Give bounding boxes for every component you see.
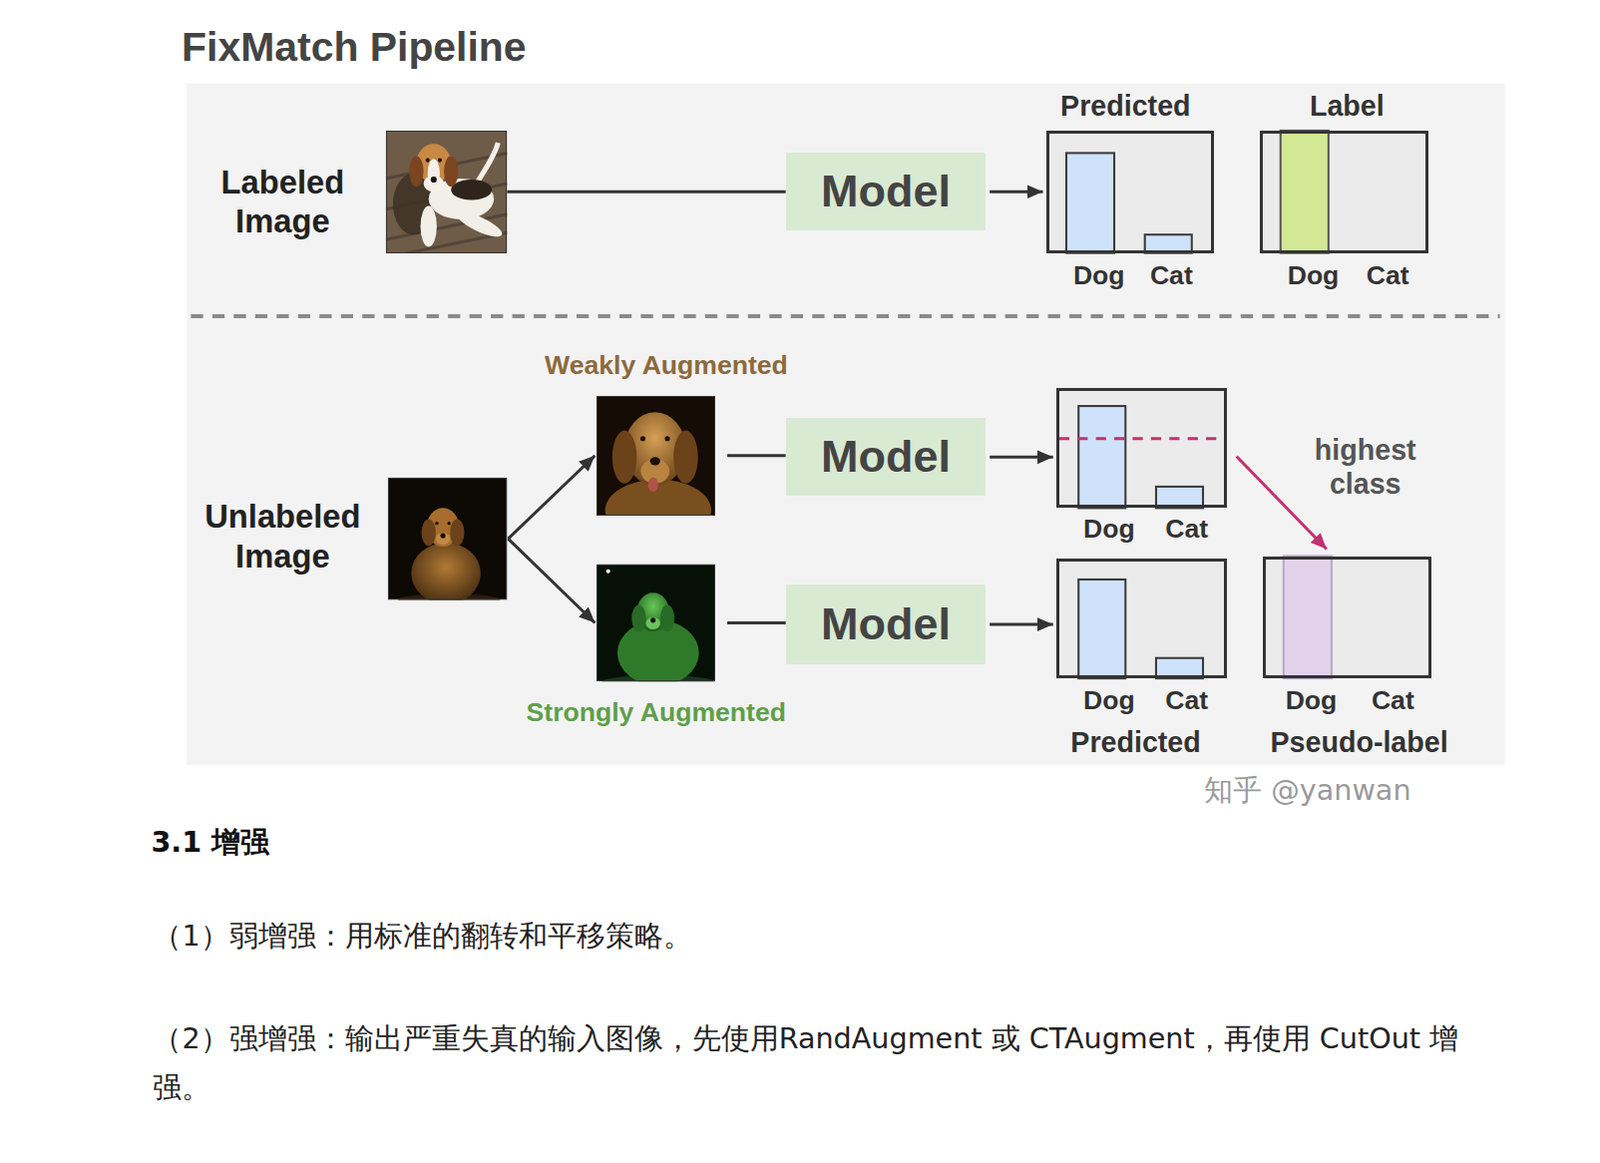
chart-label: Pseudo-label [1270, 724, 1449, 760]
unlabeled-image-frame: Unlabeled Image [388, 477, 508, 601]
separator-dashed-line [190, 314, 1500, 319]
dog-nose [650, 617, 656, 623]
chart-label: Label [1309, 88, 1385, 124]
chart-label: Cat [1165, 684, 1208, 717]
strong-augmented-image-frame: Strongly Augmented [596, 564, 716, 683]
dog-muzzle [423, 175, 444, 192]
cat-bar [1156, 658, 1203, 679]
dog-ear [660, 605, 675, 633]
dog-leg [454, 207, 506, 242]
retriever-photo [388, 477, 508, 601]
model-label: Model [820, 164, 951, 220]
watermark: 知乎 @yanwan [1203, 773, 1411, 808]
diagram-title: FixMatch Pipeline [181, 22, 527, 73]
pseudo-label-bar [1283, 555, 1332, 679]
dog-muzzle [646, 617, 661, 630]
connector [989, 623, 1054, 627]
chart-label: Cat [1366, 259, 1410, 292]
dog-nose [430, 176, 437, 183]
prediction-chart: PredictedDogCat [1046, 130, 1215, 254]
dog-eye [425, 158, 430, 163]
chart-label: Dog [1285, 684, 1338, 717]
connector [727, 621, 787, 625]
chart-background [1045, 130, 1214, 254]
paragraph: （1）弱增强：用标准的翻转和平移策略。 [152, 918, 692, 954]
chart-label: Predicted [1070, 724, 1200, 760]
section-heading: 3.1 增强 [150, 824, 270, 860]
dog-eye [640, 435, 646, 441]
model-box: Model [786, 152, 987, 231]
augmentation-caption: Strongly Augmented [526, 696, 787, 729]
dog-bar [1078, 405, 1126, 508]
dog-ear [449, 519, 464, 547]
model-box: Model [786, 584, 987, 665]
photo-floor [386, 130, 508, 254]
dog-saddle [450, 179, 492, 200]
connector [1236, 456, 1327, 550]
chart-label: Dog [1083, 512, 1136, 545]
weak-prediction-chart: DogCat [1056, 388, 1227, 509]
label-chart: LabelDogCat [1259, 130, 1429, 254]
dog-tongue [648, 477, 659, 492]
dog-bar [1066, 152, 1115, 253]
chart-label: Dog [1083, 684, 1136, 717]
pseudo-label-chart: DogCatPseudo-label [1262, 556, 1432, 680]
dog-bar [1078, 579, 1126, 679]
cat-bar [1156, 486, 1203, 508]
dog-eye [447, 521, 451, 525]
model-label: Model [820, 597, 951, 653]
threshold-line [1059, 436, 1224, 440]
connector [507, 538, 595, 623]
chart-background [1259, 130, 1429, 254]
chart-label: Dog [1287, 259, 1340, 292]
chart-background [1056, 388, 1227, 509]
dog-muzzle [435, 532, 450, 545]
dog-ear [631, 605, 646, 633]
dog-ear [612, 430, 638, 484]
edge-label: highest class [1298, 432, 1432, 503]
beagle-photo [386, 130, 508, 254]
dog-ear [421, 519, 436, 547]
connector [727, 453, 787, 457]
weak-augmented-photo [596, 396, 716, 516]
chart-label: Cat [1150, 259, 1194, 292]
dog-ear [673, 430, 699, 484]
connector [989, 455, 1054, 459]
chart-label: Dog [1073, 259, 1126, 292]
dog-ear [443, 155, 458, 187]
dog-body [410, 542, 481, 600]
model-box: Model [786, 417, 987, 496]
dog-eye [664, 435, 670, 441]
chart-background [1056, 557, 1227, 679]
dog-tail [477, 142, 498, 182]
noise-dot [606, 569, 611, 574]
weak-augmented-image-frame: Weakly Augmented [596, 396, 716, 516]
strong-augmented-photo [596, 564, 716, 683]
chart-label: Cat [1165, 512, 1208, 545]
connector [507, 455, 595, 539]
dog-eye [434, 521, 438, 525]
connector [506, 190, 786, 194]
image-caption: Labeled Image [180, 162, 386, 243]
image-caption: Unlabeled Image [180, 496, 386, 577]
labeled-image-frame: Labeled Image [386, 130, 508, 254]
chart-label: Predicted [1060, 88, 1191, 124]
panel-background [186, 83, 1505, 766]
augmentation-caption: Weakly Augmented [544, 349, 789, 382]
dog-nose [439, 532, 445, 538]
chart-label: Cat [1371, 684, 1415, 717]
dog-ear [408, 155, 423, 187]
paragraph: （2）强增强：输出严重失真的输入图像，先使用RandAugment 或 CTAu… [152, 1014, 1505, 1112]
dog-leg [420, 206, 437, 248]
connector [989, 190, 1043, 194]
strong-prediction-chart: DogCatPredicted [1056, 558, 1227, 680]
label-bar [1280, 130, 1329, 254]
model-label: Model [820, 429, 951, 485]
dog-nose [650, 456, 661, 465]
chart-background [1262, 555, 1432, 679]
dog-eye [437, 158, 442, 163]
